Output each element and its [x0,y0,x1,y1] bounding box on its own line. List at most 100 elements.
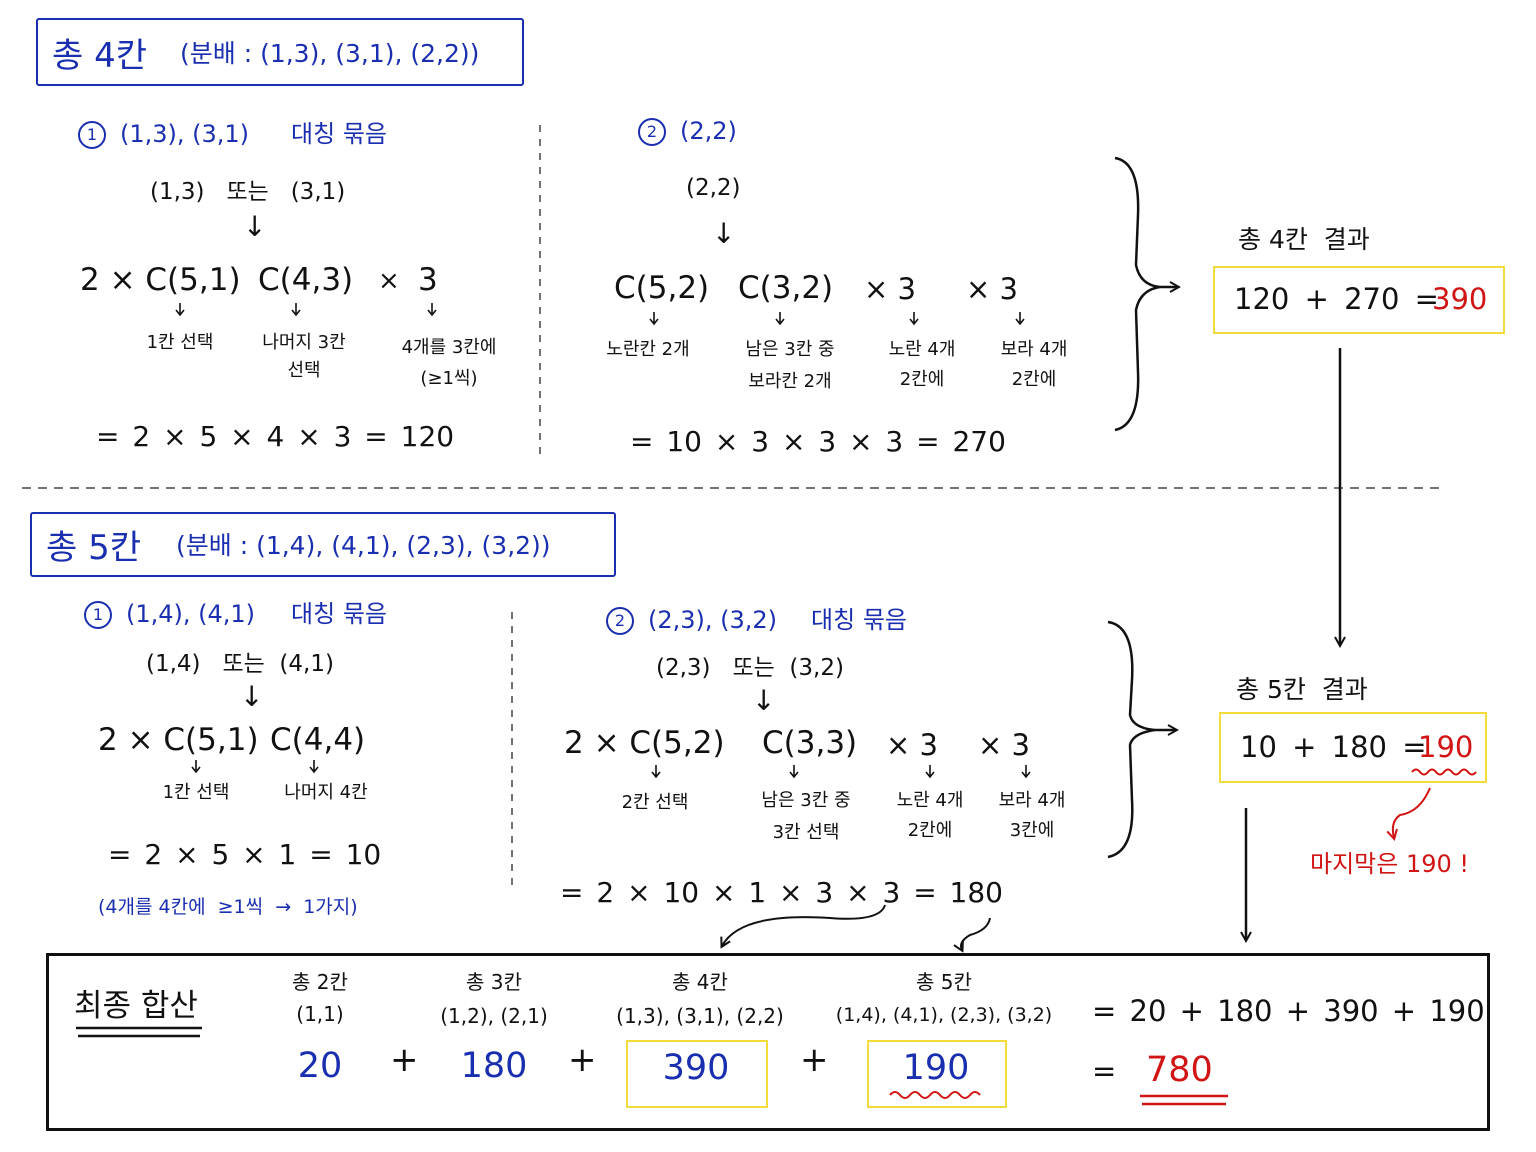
sec5-p2-result: = 2 × 10 × 1 × 3 × 3 = 180 [560,876,1003,909]
final-col3-box [626,1040,768,1108]
sec5-p1-pair: (1,4) 또는 (4,1) [146,651,334,677]
sec4-p1-heading-tag: 대칭 묶음 [291,120,387,148]
final-plus-1: + [390,1040,419,1080]
sec5-result-value: 190 [1418,730,1474,764]
sec4-p1-heading-row: 1 (1,3), (3,1) 대칭 묶음 [78,114,387,149]
sec4-p2-pair: (2,2) [686,175,741,201]
sec5-note: 마지막은 190 ! [1310,850,1470,878]
sec4-p1-label2b: 선택 [287,360,321,381]
sec4-p2-term3: × 3 [864,272,916,306]
sec5-p2-label3a: 노란 4개 [896,790,964,811]
final-col4-name: 총 5칸 [916,970,972,994]
sec4-p2-term2: C(3,2) [738,270,834,306]
small-arrows-top [175,303,1031,779]
final-col2-value: 180 [460,1046,528,1086]
sec4-title-dist: (분배 : (1,3), (3,1), (2,2)) [180,39,480,68]
sec5-p2-term3: × 3 [886,728,938,762]
sec5-p1-label1: 1칸 선택 [162,782,230,803]
sec4-p1-arrow: ↓ [243,210,267,243]
sec4-p1-term2: C(4,3) [258,262,354,298]
sec4-p2-term4: × 3 [966,272,1018,306]
sec4-p2-label3b: 2칸에 [899,369,945,390]
sec4-result-value: 390 [1432,282,1488,316]
sec5-p1-label2: 나머지 4칸 [284,782,368,803]
sec5-p2-term4: × 3 [978,728,1030,762]
sec4-p2-label4a: 보라 4개 [1000,339,1068,360]
sec5-p2-label4b: 3칸에 [1009,820,1055,841]
sec5-p1-heading: (1,4), (4,1) [126,600,256,628]
sec5-p2-term2: C(3,3) [762,725,858,761]
sec5-p1-result: = 2 × 5 × 1 = 10 [108,838,382,871]
sec5-p2-label1: 2칸 선택 [621,792,689,813]
sec4-p1-term1: 2 × C(5,1) [80,262,241,298]
sec5-result-label: 총 5칸 결과 [1236,675,1368,704]
sec4-p1-heading: (1,3), (3,1) [120,120,250,148]
sec4-p2-number: 2 [638,118,666,146]
sec4-p1-label3b: (≥1씩) [420,368,478,389]
sec4-p2-arrow: ↓ [712,217,736,250]
sec5-p1-number: 1 [84,601,112,629]
brace-bottom [1107,620,1156,859]
sec5-p1-term2: C(4,4) [270,722,366,758]
sec4-p1-pair: (1,3) 또는 (3,1) [150,179,346,205]
sec4-p2-term1: C(5,2) [614,270,710,306]
sec5-p2-pair: (2,3) 또는 (3,2) [656,655,844,681]
final-sum-expr: = 20 + 180 + 390 + 190 [1092,994,1485,1028]
sec5-p2-label4a: 보라 4개 [998,790,1066,811]
sec4-title-main: 총 4칸 [52,36,147,76]
final-eq: = [1092,1054,1117,1088]
final-col1-name: 총 2칸 [292,970,348,994]
final-plus-3: + [800,1040,829,1080]
sec4-p2-label4b: 2칸에 [1011,369,1057,390]
final-col3-name: 총 4칸 [672,970,728,994]
sec5-p2-heading-row: 2 (2,3), (3,2) 대칭 묶음 [606,600,907,635]
sec4-p2-label3a: 노란 4개 [888,339,956,360]
sec5-p1-heading-row: 1 (1,4), (4,1) 대칭 묶음 [84,594,387,629]
sec5-p2-heading: (2,3), (3,2) [648,606,778,634]
sec4-title-box [36,18,524,86]
sec4-p1-label3a: 4개를 3칸에 [401,337,497,358]
sec4-p1-term4: 3 [418,262,438,298]
sec5-title-dist: (분배 : (1,4), (4,1), (2,3), (3,2)) [176,531,551,560]
brace-top [1114,156,1161,432]
final-col3-value: 390 [662,1048,730,1088]
final-plus-2: + [568,1040,597,1080]
sec4-p1-term3: × [378,266,400,296]
sec4-p1-label1: 1칸 선택 [146,332,214,353]
final-total: 780 [1146,1050,1213,1090]
sec5-p1-arrow: ↓ [240,680,264,713]
sec5-p2-label2a: 남은 3칸 중 [761,790,851,811]
final-col4-value: 190 [902,1048,970,1088]
sec4-result-label: 총 4칸 결과 [1238,225,1370,254]
sec5-p1-heading-tag: 대칭 묶음 [291,600,387,628]
sec4-p2-label2b: 보라칸 2개 [748,371,832,392]
final-col1-value: 20 [297,1046,343,1086]
sec5-result-box [1219,712,1487,783]
sec4-result-expr: 120 + 270 = [1234,282,1439,316]
sec4-p1-label2a: 나머지 3칸 [262,332,346,353]
curve-arrow-right [961,917,991,950]
final-col3-dist: (1,3), (3,1), (2,2) [616,1004,784,1028]
sec5-p2-arrow: ↓ [752,684,776,717]
sec5-p1-term1: 2 × C(5,1) [98,722,259,758]
sec5-result-expr: 10 + 180 = [1240,730,1427,764]
wavy-190-final [889,1091,981,1099]
sec5-p2-heading-tag: 대칭 묶음 [811,606,907,634]
final-col4-dist: (1,4), (4,1), (2,3), (3,2) [835,1004,1053,1026]
sec5-p2-term1: 2 × C(5,2) [564,725,725,761]
sec5-p2-number: 2 [606,607,634,635]
final-col4-box [867,1040,1007,1108]
sec4-p1-number: 1 [78,121,106,149]
final-box [46,953,1490,1131]
red-note-arrow [1393,787,1431,838]
sec4-p2-label1: 노란칸 2개 [606,339,690,360]
sec4-p1-result: = 2 × 5 × 4 × 3 = 120 [96,420,455,453]
sec5-title-main: 총 5칸 [46,528,141,568]
sec5-p1-note: (4개를 4칸에 ≥1씩 → 1가지) [98,896,358,918]
final-col2-name: 총 3칸 [466,970,522,994]
wavy-190-result [1411,768,1477,776]
final-label: 최종 합산 [74,988,198,1024]
sec5-p2-label2b: 3칸 선택 [772,822,840,843]
sec4-p2-heading: (2,2) [680,117,737,145]
